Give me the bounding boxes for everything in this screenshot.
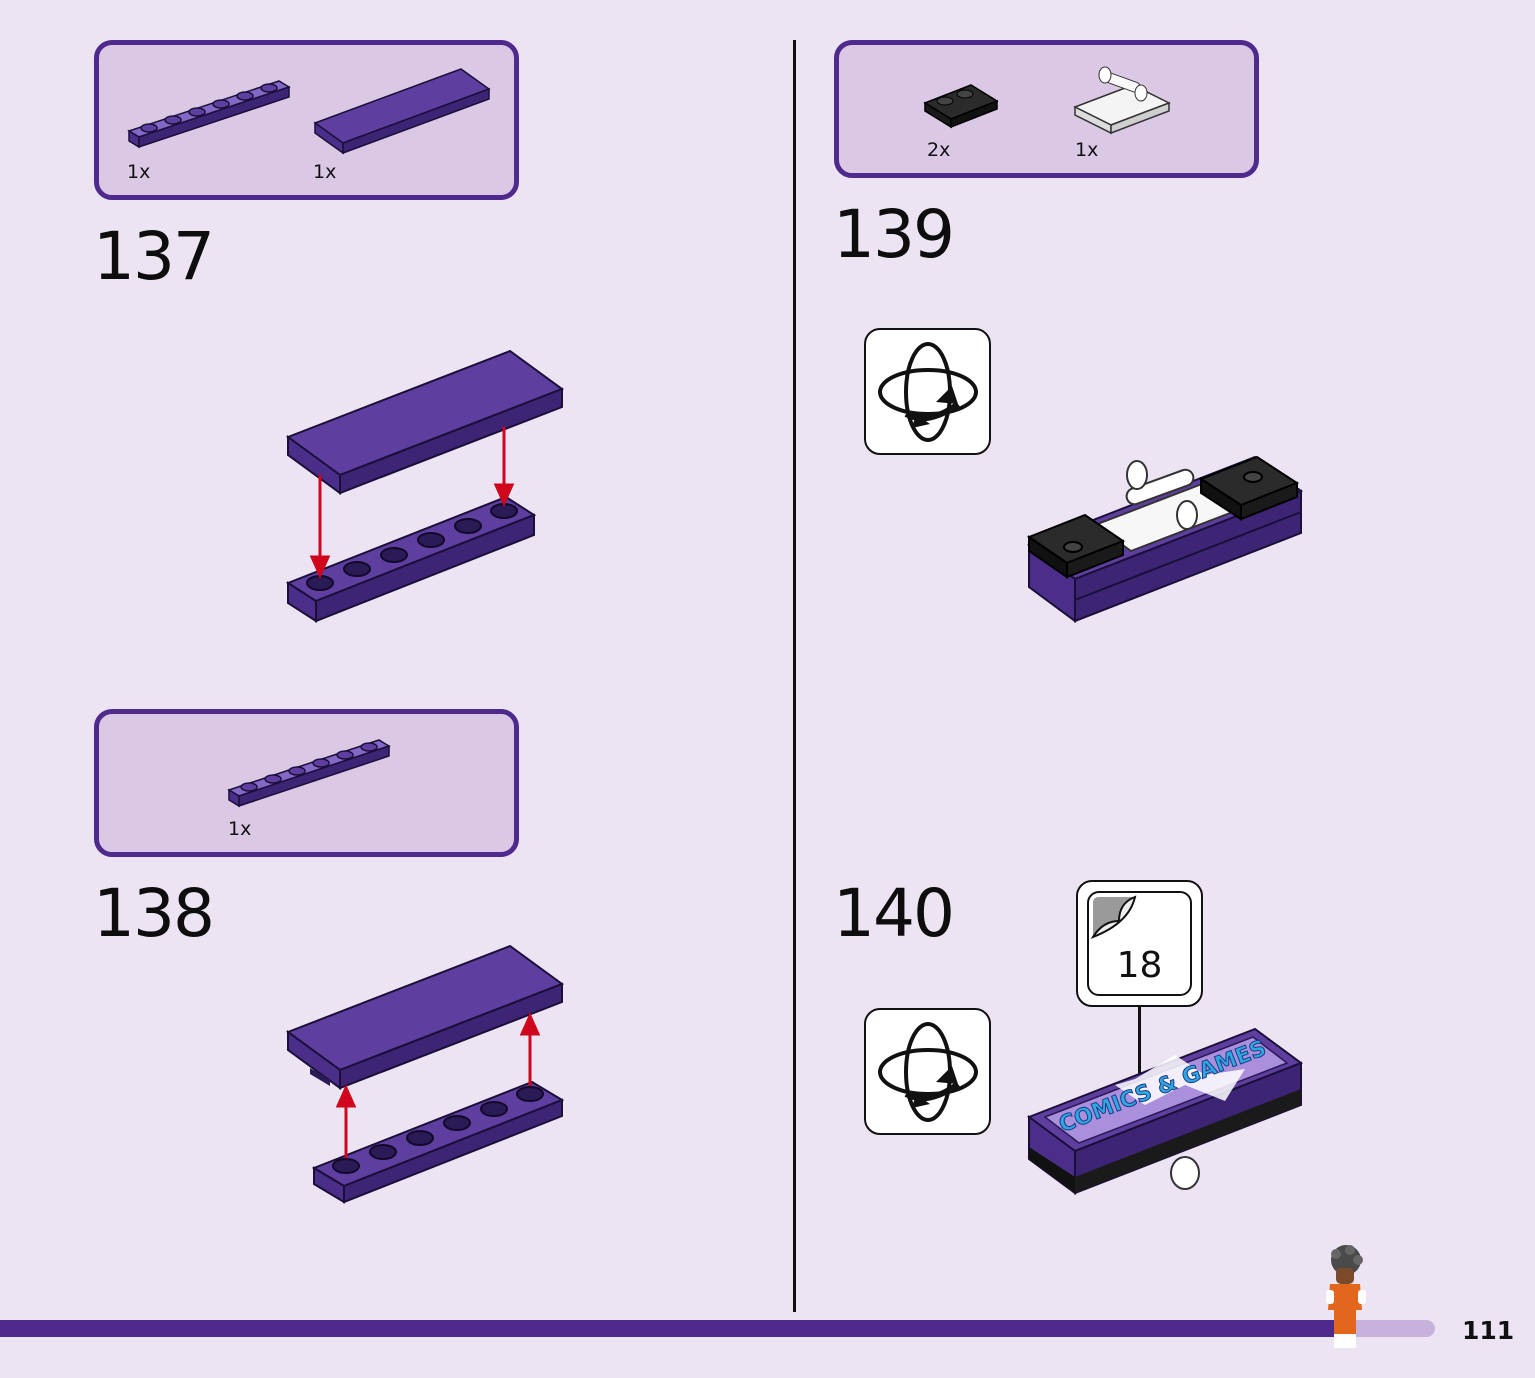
build-illustration-138	[285, 944, 565, 1204]
part-qty: 2x	[927, 139, 951, 161]
part-qty: 1x	[313, 161, 337, 183]
sticker-icon: 18	[1087, 891, 1192, 996]
plate-1x6-part	[227, 739, 391, 808]
part-qty: 1x	[1075, 139, 1099, 161]
white-bar-holder-part	[1073, 66, 1171, 135]
black-plate-part	[923, 84, 999, 129]
rotate-model-callout	[864, 1008, 991, 1135]
sticker-peel-icon	[1090, 895, 1137, 940]
sticker-leader-line	[1138, 1006, 1141, 1074]
build-illustration-137	[285, 349, 565, 623]
rotate-model-callout	[864, 328, 991, 455]
step-number: 140	[833, 875, 955, 952]
tile-2x6-part	[313, 68, 491, 155]
rotate-model-icon	[878, 342, 978, 442]
part-qty: 1x	[127, 161, 151, 183]
page-number: 111	[1462, 1316, 1515, 1345]
minifigure-icon	[1326, 1245, 1366, 1348]
rotate-model-icon	[878, 1022, 978, 1122]
parts-list-138: 1x	[94, 709, 519, 857]
column-divider	[793, 40, 796, 1312]
step-number: 138	[93, 875, 215, 952]
parts-list-139: 2x 1x	[834, 40, 1259, 178]
build-illustration-140: COMICS & GAMES	[1026, 1027, 1304, 1195]
progress-fill	[0, 1320, 1335, 1337]
parts-list-137: 1x 1x	[94, 40, 519, 200]
sticker-callout: 18	[1076, 880, 1203, 1007]
step-number: 137	[93, 218, 215, 295]
part-qty: 1x	[228, 818, 252, 840]
build-illustration-139	[1026, 455, 1304, 623]
plate-1x6-part	[127, 80, 291, 149]
step-number: 139	[833, 196, 955, 273]
sticker-number: 18	[1116, 945, 1163, 986]
